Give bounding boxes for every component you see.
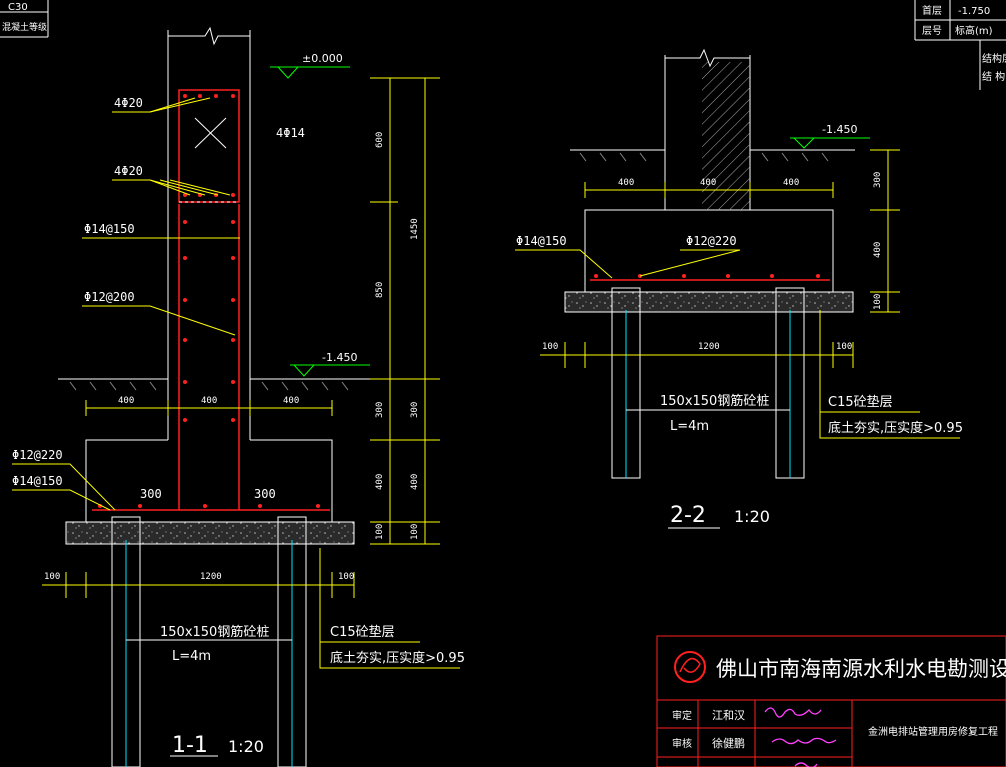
s1-dim-v-100a: 100 [375, 524, 385, 540]
level-side1: 结构层高 [982, 52, 1006, 65]
section-1-1: 4Φ20 4Φ14 4Φ20 Φ14@150 Φ12@200 Φ12@220 Φ… [12, 26, 465, 767]
s2-dim-wall [584, 182, 834, 198]
s2-ground-line [570, 149, 855, 162]
level-row1-label: 首层 [922, 4, 942, 17]
s1-dim-pile-3: 100 [338, 572, 354, 582]
section-2-2: -1.450 400 400 400 300 400 100 Φ14@150 Φ… [515, 48, 963, 529]
s2-piles [611, 287, 805, 479]
s2-elev-ground: -1.450 [822, 123, 857, 136]
s1-dim-v-1450: 1450 [410, 218, 420, 240]
s2-dim-v-300: 300 [873, 172, 883, 188]
s1-dim-wall-1: 400 [118, 396, 134, 406]
grade-label: 混凝土等级 [2, 21, 47, 33]
s1-dim-v-300a: 300 [375, 402, 385, 418]
s1-pile-length: L=4m [172, 649, 211, 664]
s1-dim-vert-text: 600 850 1450 300 400 100 300 400 100 [375, 132, 420, 540]
s2-scale: 1:20 [734, 507, 770, 526]
s2-dim-v-100: 100 [873, 294, 883, 310]
s2-pile-length: L=4m [670, 419, 709, 434]
s1-elev-marks [270, 66, 370, 377]
s2-title: 2-2 [670, 503, 706, 528]
s2-cushion-label: C15砼垫层 [828, 394, 893, 410]
title-block: 佛山市南海南源水利水电勘测设计院有限公司 审定 江和汉 审核 徐健鹏 金洲电排站… [656, 635, 1006, 767]
s1-hook-left: 300 [140, 487, 162, 501]
s2-cushion [564, 291, 854, 313]
tb-row2-signature [771, 737, 837, 745]
tb-project: 金洲电排站管理用房修复工程 [868, 725, 998, 738]
s2-elev-mark [790, 137, 870, 149]
s1-scale: 1:20 [228, 737, 264, 756]
s2-label-rebar-2: Φ12@220 [686, 234, 737, 248]
s2-dim-wall-2: 400 [700, 178, 716, 188]
s2-dim-vert [870, 149, 900, 313]
s2-dim-wall-1: 400 [618, 178, 634, 188]
s1-rebar-dots [98, 94, 320, 508]
s2-dim-pile-1: 100 [542, 342, 558, 352]
s1-dim-wall-2: 400 [201, 396, 217, 406]
level-table: 首层 -1.750 层号 标高(m) 结构层高 结 构 层 [914, 0, 1006, 90]
s1-dim-wall-3: 400 [283, 396, 299, 406]
s1-dim-pile [42, 572, 355, 598]
s2-dim-pile-3: 100 [836, 342, 852, 352]
s2-dim-v-400: 400 [873, 242, 883, 258]
s2-leaders [515, 249, 960, 439]
s1-label-base-rebar-1: Φ12@220 [12, 448, 63, 462]
s1-rebar-cage [92, 89, 330, 511]
company-name: 佛山市南海南源水利水电勘测设计院有限公司 [716, 657, 1006, 681]
tb-row2-role: 审核 [672, 737, 692, 750]
s1-cushion-label: C15砼垫层 [330, 624, 395, 640]
s2-pile-label: 150x150钢筋砼桩 [660, 393, 769, 409]
s1-ground-line [58, 378, 385, 391]
tb-row1-role: 审定 [672, 709, 692, 722]
s1-soil-label: 底土夯实,压实度>0.95 [330, 650, 465, 666]
s1-dim-v-600: 600 [375, 132, 385, 148]
s1-label-rebar-top-2: 4Φ20 [114, 164, 143, 178]
company-logo-icon [674, 651, 706, 683]
s1-pile-label: 150x150钢筋砼桩 [160, 624, 269, 640]
s1-dim-pile-2: 1200 [200, 572, 222, 582]
s1-dim-v-300b: 300 [410, 402, 420, 418]
s2-soil-label: 底土夯实,压实度>0.95 [828, 420, 963, 436]
s2-label-rebar-1: Φ14@150 [516, 234, 567, 248]
s1-dim-v-400b: 400 [410, 474, 420, 490]
s1-dim-pile-1: 100 [44, 572, 60, 582]
s1-title: 1-1 [172, 733, 208, 758]
s1-cushion [65, 521, 355, 545]
s1-label-base-rebar-2: Φ14@150 [12, 474, 63, 488]
s1-elev-ground: -1.450 [322, 351, 357, 364]
s1-leaders [12, 97, 460, 669]
s1-hook-right: 300 [254, 487, 276, 501]
s2-rebar-dots [594, 274, 820, 278]
tb-row3-signature [794, 762, 818, 767]
s1-label-rebar-side: 4Φ14 [276, 126, 305, 140]
level-row2-value: 标高(m) [955, 24, 993, 37]
s1-label-stirrup-1: Φ14@150 [84, 222, 135, 236]
s1-dim-wall [85, 400, 333, 416]
s1-dim-vert-lines [370, 77, 440, 545]
s1-label-rebar-top-1: 4Φ20 [114, 96, 143, 110]
level-row1-value: -1.750 [958, 6, 990, 17]
s2-dim-wall-3: 400 [783, 178, 799, 188]
s1-dim-v-100b: 100 [410, 524, 420, 540]
tb-row1-signature [764, 707, 822, 718]
s1-label-stirrup-2: Φ12@200 [84, 290, 135, 304]
grade-header: C30 混凝土等级 [0, 0, 49, 38]
tb-row2-name: 徐健鹏 [712, 736, 745, 750]
s1-dim-v-400a: 400 [375, 474, 385, 490]
s1-elev-top: ±0.000 [302, 52, 343, 65]
grade-value: C30 [8, 2, 28, 13]
s2-dim-pile [540, 342, 854, 368]
level-row2-label: 层号 [922, 25, 942, 37]
s2-dim-pile-2: 1200 [698, 342, 720, 352]
level-side2: 结 构 层 [982, 70, 1006, 83]
tb-row1-name: 江和汉 [712, 709, 745, 722]
s1-dim-v-850: 850 [375, 282, 385, 298]
s1-piles [111, 516, 307, 767]
title-block-frame [656, 635, 1006, 767]
s1-rebar-cross [194, 117, 227, 149]
s2-wall-hatch [702, 62, 750, 210]
